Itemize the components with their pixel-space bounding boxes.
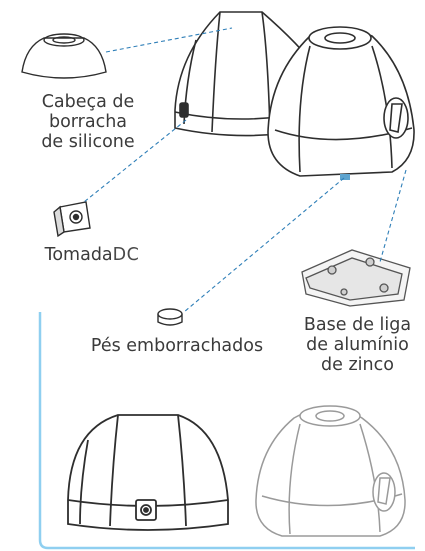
assembled-light-device (255, 405, 406, 537)
zinc-base-label-line1: Base de liga (303, 315, 412, 335)
panel-border (38, 312, 415, 550)
rubber-feet-label: Pés emborrachados (90, 336, 264, 356)
rubber-head-label-line3: de silicone (41, 132, 135, 152)
assembled-dark-device (67, 414, 229, 531)
dc-socket-label: TomadaDC (22, 245, 162, 265)
rubber-head-label-line2: borracha (48, 112, 128, 132)
dc-socket-label-word: Tomada (44, 245, 113, 265)
dc-socket-icon (53, 201, 91, 238)
rubber-head-label-line1: Cabeça de (41, 92, 135, 112)
dc-socket-label-code: DC (112, 245, 140, 265)
rubber-head-label: Cabeça de borracha de silicone (8, 92, 168, 152)
zinc-base-label: Base de liga de alumínio de zinco (290, 315, 425, 375)
light-device (267, 26, 415, 180)
rubber-head-icon (21, 33, 107, 79)
zinc-base-icon (301, 249, 411, 307)
rubber-foot-icon (157, 308, 183, 326)
leader-lines (83, 27, 407, 313)
zinc-base-label-line3: de zinco (321, 355, 394, 375)
zinc-base-label-line2: de alumínio (306, 335, 409, 355)
